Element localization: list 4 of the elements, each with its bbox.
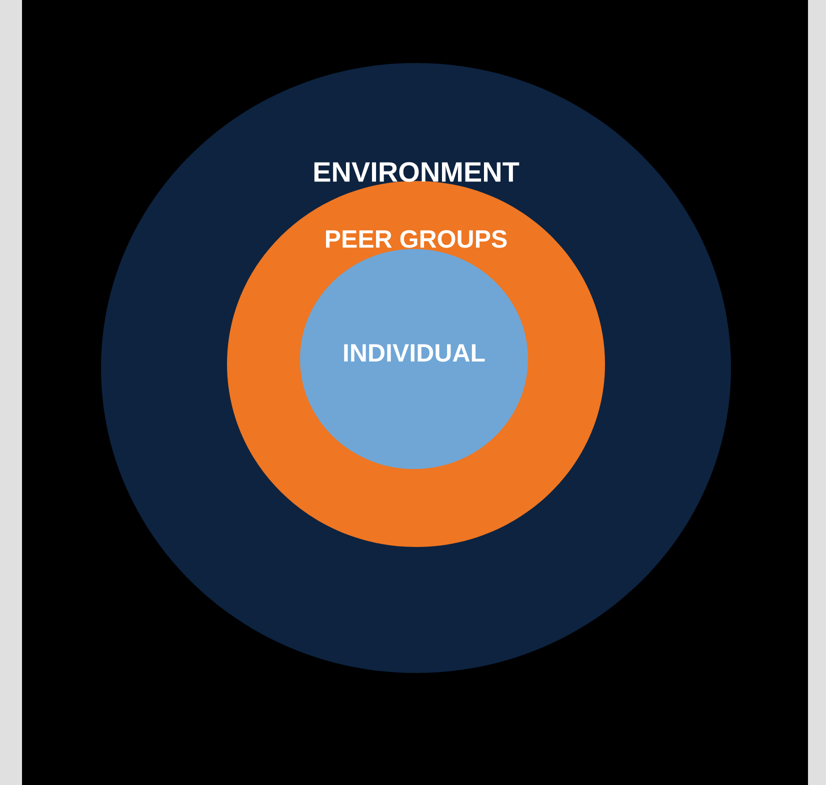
ring-label: INDIVIDUAL — [344, 344, 485, 362]
ring-label: ENVIRONMENT — [314, 162, 520, 182]
ring-label: PEER GROUPS — [326, 230, 507, 248]
inner-circle — [300, 249, 528, 469]
